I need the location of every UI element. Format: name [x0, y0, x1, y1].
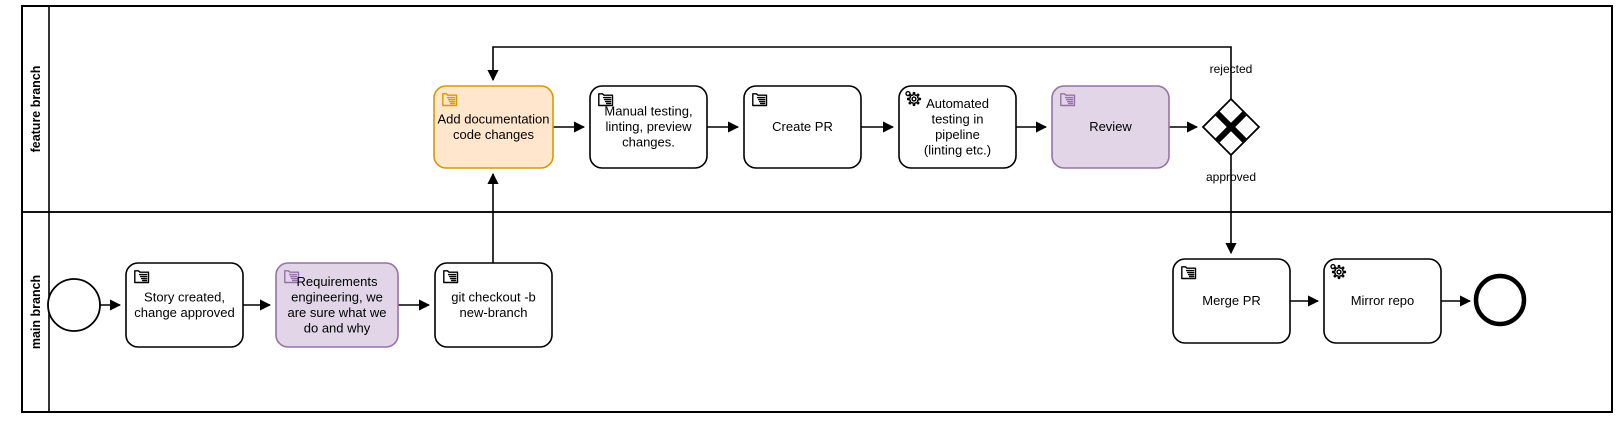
task-mirror-repo[interactable]: Mirror repo [1323, 258, 1442, 344]
start-event[interactable] [47, 278, 101, 332]
task-shape[interactable] [743, 85, 862, 169]
task-shape[interactable] [125, 262, 244, 348]
pool-layer [21, 5, 1613, 413]
task-create-pr[interactable]: Create PR [743, 85, 862, 169]
manual-task-icon [443, 270, 459, 284]
lane-label-main-branch: main branch [29, 275, 43, 349]
service-task-icon [905, 90, 922, 107]
task-shape[interactable] [275, 262, 399, 348]
task-shape[interactable] [433, 85, 554, 169]
exclusive-gateway[interactable] [1201, 97, 1261, 157]
flow-path [487, 46, 1232, 99]
task-shape[interactable] [1051, 85, 1170, 169]
end-event[interactable] [1473, 273, 1527, 327]
flow-label-approved: approved [1206, 170, 1256, 184]
task-shape[interactable] [434, 262, 553, 348]
node-layer: Story created,change approved Requirement… [47, 85, 1527, 348]
end-event-circle[interactable] [1473, 273, 1527, 327]
manual-task-icon [598, 93, 614, 107]
manual-task-icon [1060, 93, 1076, 107]
manual-task-icon [752, 93, 768, 107]
flow-label-rejected: rejected [1210, 62, 1253, 76]
sequence-flow-f11: approved [1206, 155, 1256, 255]
task-label: Mirror repo [1351, 293, 1415, 308]
task-label: Create PR [772, 119, 833, 134]
lane-label-feature-branch: feature branch [29, 66, 43, 153]
task-label: Review [1089, 119, 1132, 134]
start-event-circle[interactable] [47, 278, 101, 332]
lane-layer: feature branch main branch [21, 5, 1613, 413]
lane-boundary [21, 211, 1613, 413]
gateway-x-icon [1215, 111, 1247, 143]
manual-task-icon [134, 270, 150, 284]
task-review[interactable]: Review [1051, 85, 1170, 169]
task-label: Story created,change approved [134, 289, 234, 320]
task-shape[interactable] [589, 85, 708, 169]
task-story-created[interactable]: Story created,change approved [125, 262, 244, 348]
service-task-icon [1330, 263, 1347, 280]
manual-task-icon [284, 270, 300, 284]
manual-task-icon [442, 93, 458, 107]
task-merge-pr[interactable]: Merge PR [1172, 258, 1291, 344]
process-pool [21, 5, 1613, 413]
sequence-flow-f10: rejected [487, 46, 1253, 99]
flow-layer: rejected approved [100, 46, 1472, 311]
task-shape[interactable] [1172, 258, 1291, 344]
lane-main-branch: main branch [21, 211, 1613, 413]
manual-task-icon [1181, 266, 1197, 280]
task-shape[interactable] [898, 85, 1017, 169]
task-shape[interactable] [1323, 258, 1442, 344]
task-label: Merge PR [1202, 293, 1261, 308]
